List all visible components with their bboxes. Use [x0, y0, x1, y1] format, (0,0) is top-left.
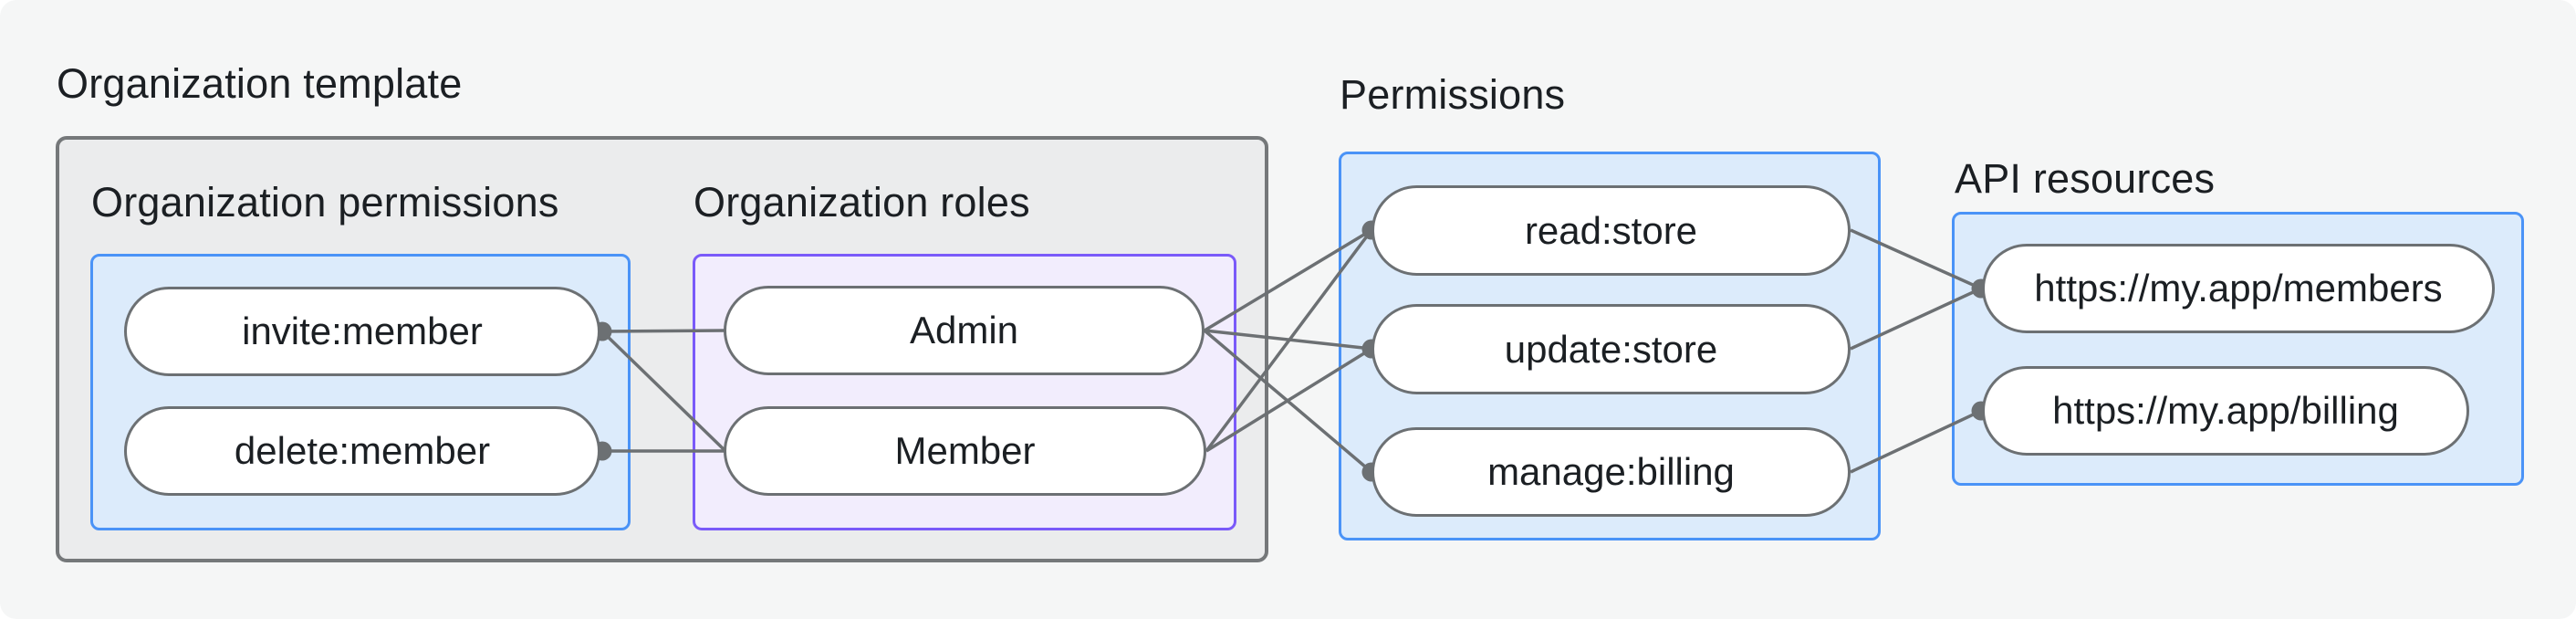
org-roles-heading: Organization roles [694, 179, 1030, 226]
node-billing-url: https://my.app/billing [1982, 366, 2469, 456]
node-invite-member: invite:member [124, 287, 600, 376]
node-admin: Admin [724, 286, 1205, 375]
node-read-store: read:store [1371, 185, 1851, 276]
node-delete-member: delete:member [124, 406, 600, 496]
permissions-heading: Permissions [1340, 71, 1566, 118]
api-resources-heading: API resources [1955, 155, 2216, 202]
node-update-store: update:store [1371, 304, 1851, 394]
org-template-title: Organization template [57, 60, 463, 107]
node-member: Member [724, 406, 1206, 496]
node-members-url: https://my.app/members [1982, 244, 2495, 333]
org-permissions-heading: Organization permissions [91, 179, 559, 226]
node-manage-billing: manage:billing [1371, 427, 1851, 517]
